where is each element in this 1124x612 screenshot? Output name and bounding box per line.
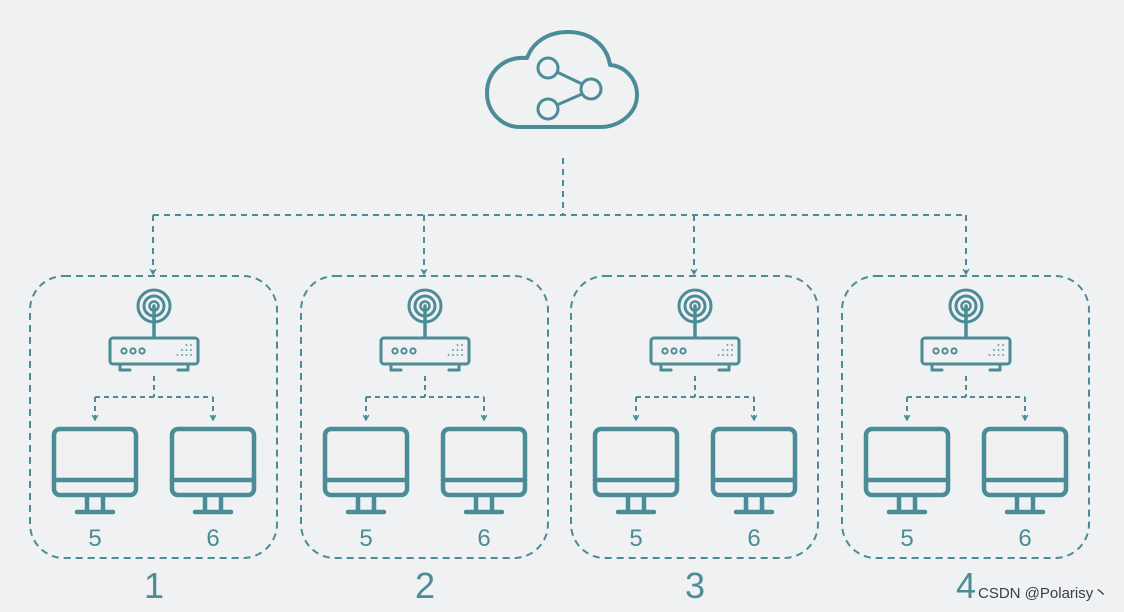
router-links	[95, 376, 213, 420]
monitor-icon	[592, 426, 680, 515]
group-label: 1	[144, 565, 164, 606]
router-links	[366, 376, 484, 420]
wifi-router-icon	[649, 288, 741, 372]
computer-label: 5	[359, 525, 372, 552]
wifi-router-icon	[108, 288, 200, 372]
lan-group-border	[300, 275, 549, 559]
computer-label: 6	[206, 525, 219, 552]
group-label: 4	[956, 565, 976, 606]
group-label: 2	[415, 565, 435, 606]
router-links	[636, 376, 754, 420]
lan-group-1: 5 6 1	[29, 275, 278, 606]
monitor-icon	[440, 426, 528, 515]
lan-group-2: 5 6 2	[300, 275, 549, 606]
monitor-icon	[981, 426, 1069, 515]
monitor-icon	[169, 426, 257, 515]
monitor-icon	[51, 426, 139, 515]
computer-label: 5	[88, 525, 101, 552]
lan-group-border	[570, 275, 819, 559]
wifi-router-icon	[920, 288, 1012, 372]
computer-label: 6	[477, 525, 490, 552]
monitor-icon	[863, 426, 951, 515]
computer-label: 5	[900, 525, 913, 552]
computer-label: 5	[629, 525, 642, 552]
lan-group-3: 5 6 3	[570, 275, 819, 606]
watermark: CSDN @Polarisy丶	[978, 585, 1108, 602]
lan-group-border	[841, 275, 1090, 559]
lan-group-border	[29, 275, 278, 559]
monitor-icon	[710, 426, 798, 515]
wifi-router-icon	[379, 288, 471, 372]
computer-label: 6	[747, 525, 760, 552]
cloud-share-icon	[485, 30, 639, 129]
computer-label: 6	[1018, 525, 1031, 552]
router-links	[907, 376, 1025, 420]
group-label: 3	[685, 565, 705, 606]
cloud-links	[153, 158, 966, 274]
lan-group-4: 5 6 4	[841, 275, 1090, 606]
monitor-icon	[322, 426, 410, 515]
